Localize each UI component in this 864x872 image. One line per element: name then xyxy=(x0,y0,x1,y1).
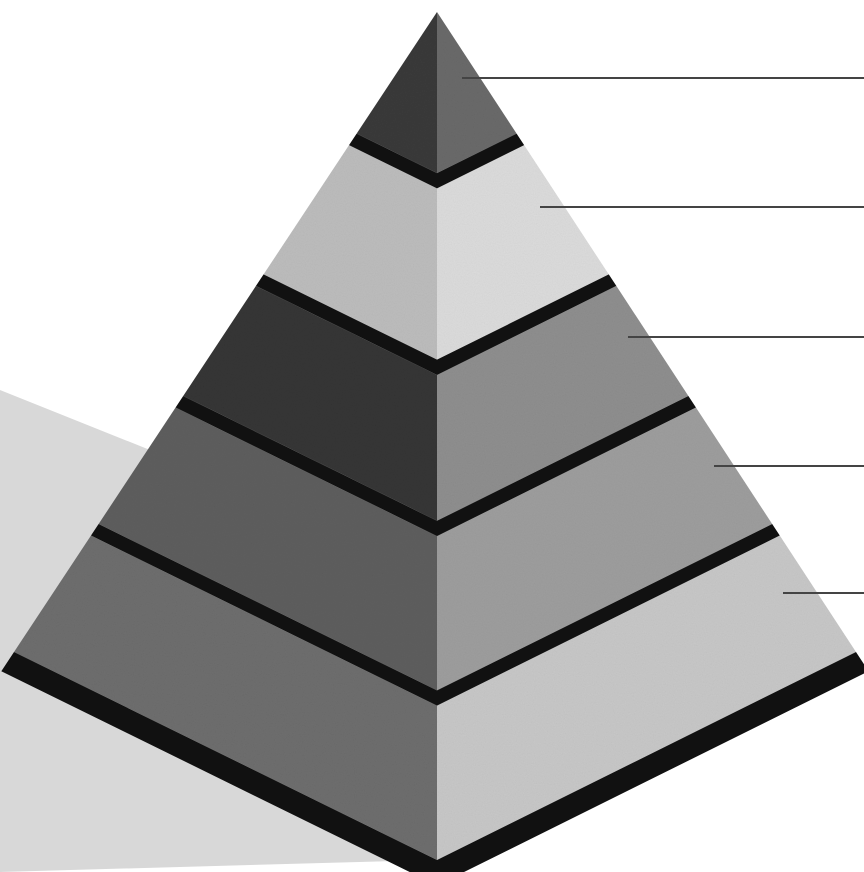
pyramid-diagram xyxy=(0,0,864,872)
